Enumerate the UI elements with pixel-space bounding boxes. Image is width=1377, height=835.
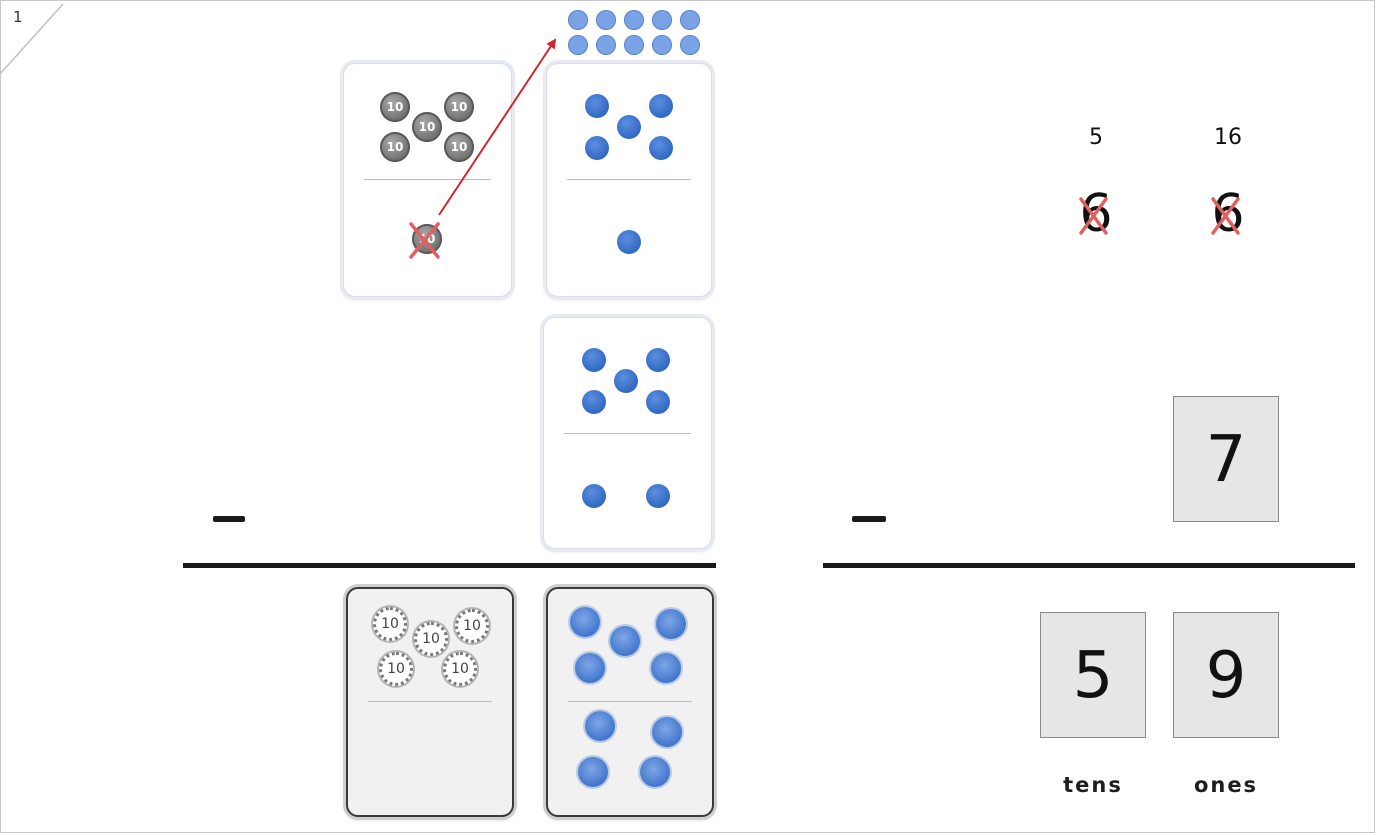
card-divider <box>364 179 491 180</box>
regrouped-ones-value: 16 <box>1214 125 1242 150</box>
ones-dot <box>582 390 606 414</box>
sketch-ten-coin: 10 <box>443 652 477 686</box>
ones-label: ones <box>1193 773 1259 797</box>
ungrouped-one-dot <box>624 35 644 55</box>
ten-coin: 10 <box>380 92 410 122</box>
ungrouped-one-dot <box>568 35 588 55</box>
ones-dot <box>649 136 673 160</box>
page-number: 1 <box>13 8 23 26</box>
subtrahend-ones-box[interactable]: 7 <box>1173 396 1279 522</box>
ungrouped-one-dot <box>596 35 616 55</box>
ones-dot <box>646 348 670 372</box>
sketch-ones-dot <box>656 609 686 639</box>
sketch-ones-dot <box>652 717 682 747</box>
sketch-ten-coin: 10 <box>455 609 489 643</box>
ungrouped-ones-tray[interactable] <box>562 8 708 62</box>
sketch-ones-dot <box>651 653 681 683</box>
ten-coin: 10 <box>380 132 410 162</box>
ones-dot <box>646 484 670 508</box>
answer-ones-box[interactable]: 9 <box>1173 612 1279 738</box>
ones-dot <box>585 136 609 160</box>
ungrouped-one-dot <box>596 10 616 30</box>
sketch-ones-dot <box>578 757 608 787</box>
card-divider <box>567 179 691 180</box>
card-divider <box>368 701 492 702</box>
sketch-ones-dot <box>585 711 615 741</box>
difference-ones-card[interactable] <box>546 587 714 817</box>
ungrouped-one-dot <box>652 10 672 30</box>
page-corner-fold <box>0 3 64 75</box>
ones-dot <box>614 369 638 393</box>
ones-dot <box>617 115 641 139</box>
right-minus-sign <box>852 516 886 522</box>
ones-dot <box>585 94 609 118</box>
ones-dot <box>646 390 670 414</box>
regrouped-tens-value: 5 <box>1089 125 1103 150</box>
card-divider <box>568 701 692 702</box>
regrouped-ten-coin: 10 <box>412 224 442 254</box>
ones-dot <box>649 94 673 118</box>
ungrouped-one-dot <box>680 10 700 30</box>
card-divider <box>564 433 691 434</box>
ungrouped-one-dot <box>568 10 588 30</box>
right-answer-rule <box>823 563 1355 568</box>
ones-dot <box>582 484 606 508</box>
sketch-ones-dot <box>610 626 640 656</box>
sketch-ones-dot <box>640 757 670 787</box>
difference-tens-card[interactable]: 10 10 10 10 10 <box>346 587 514 817</box>
crossed-ones-digit: 6 <box>1211 184 1245 244</box>
ten-coin: 10 <box>412 112 442 142</box>
minuend-ones-card[interactable] <box>546 63 712 297</box>
ones-dot <box>617 230 641 254</box>
sketch-ten-coin: 10 <box>414 622 448 656</box>
tens-label: tens <box>1063 773 1123 797</box>
minuend-tens-card[interactable]: 10 10 10 10 10 10 <box>343 63 512 297</box>
sketch-ones-dot <box>575 653 605 683</box>
ones-dot <box>582 348 606 372</box>
sketch-ten-coin: 10 <box>373 607 407 641</box>
answer-tens-box[interactable]: 5 <box>1040 612 1146 738</box>
ungrouped-one-dot <box>652 35 672 55</box>
sketch-ten-coin: 10 <box>379 652 413 686</box>
sketch-ones-dot <box>570 607 600 637</box>
left-minus-sign <box>213 516 245 522</box>
crossed-tens-digit: 6 <box>1079 184 1113 244</box>
ungrouped-one-dot <box>624 10 644 30</box>
subtrahend-ones-card[interactable] <box>543 317 712 549</box>
ungrouped-one-dot <box>680 35 700 55</box>
left-answer-rule <box>183 563 716 568</box>
ten-coin: 10 <box>444 92 474 122</box>
ten-coin: 10 <box>444 132 474 162</box>
